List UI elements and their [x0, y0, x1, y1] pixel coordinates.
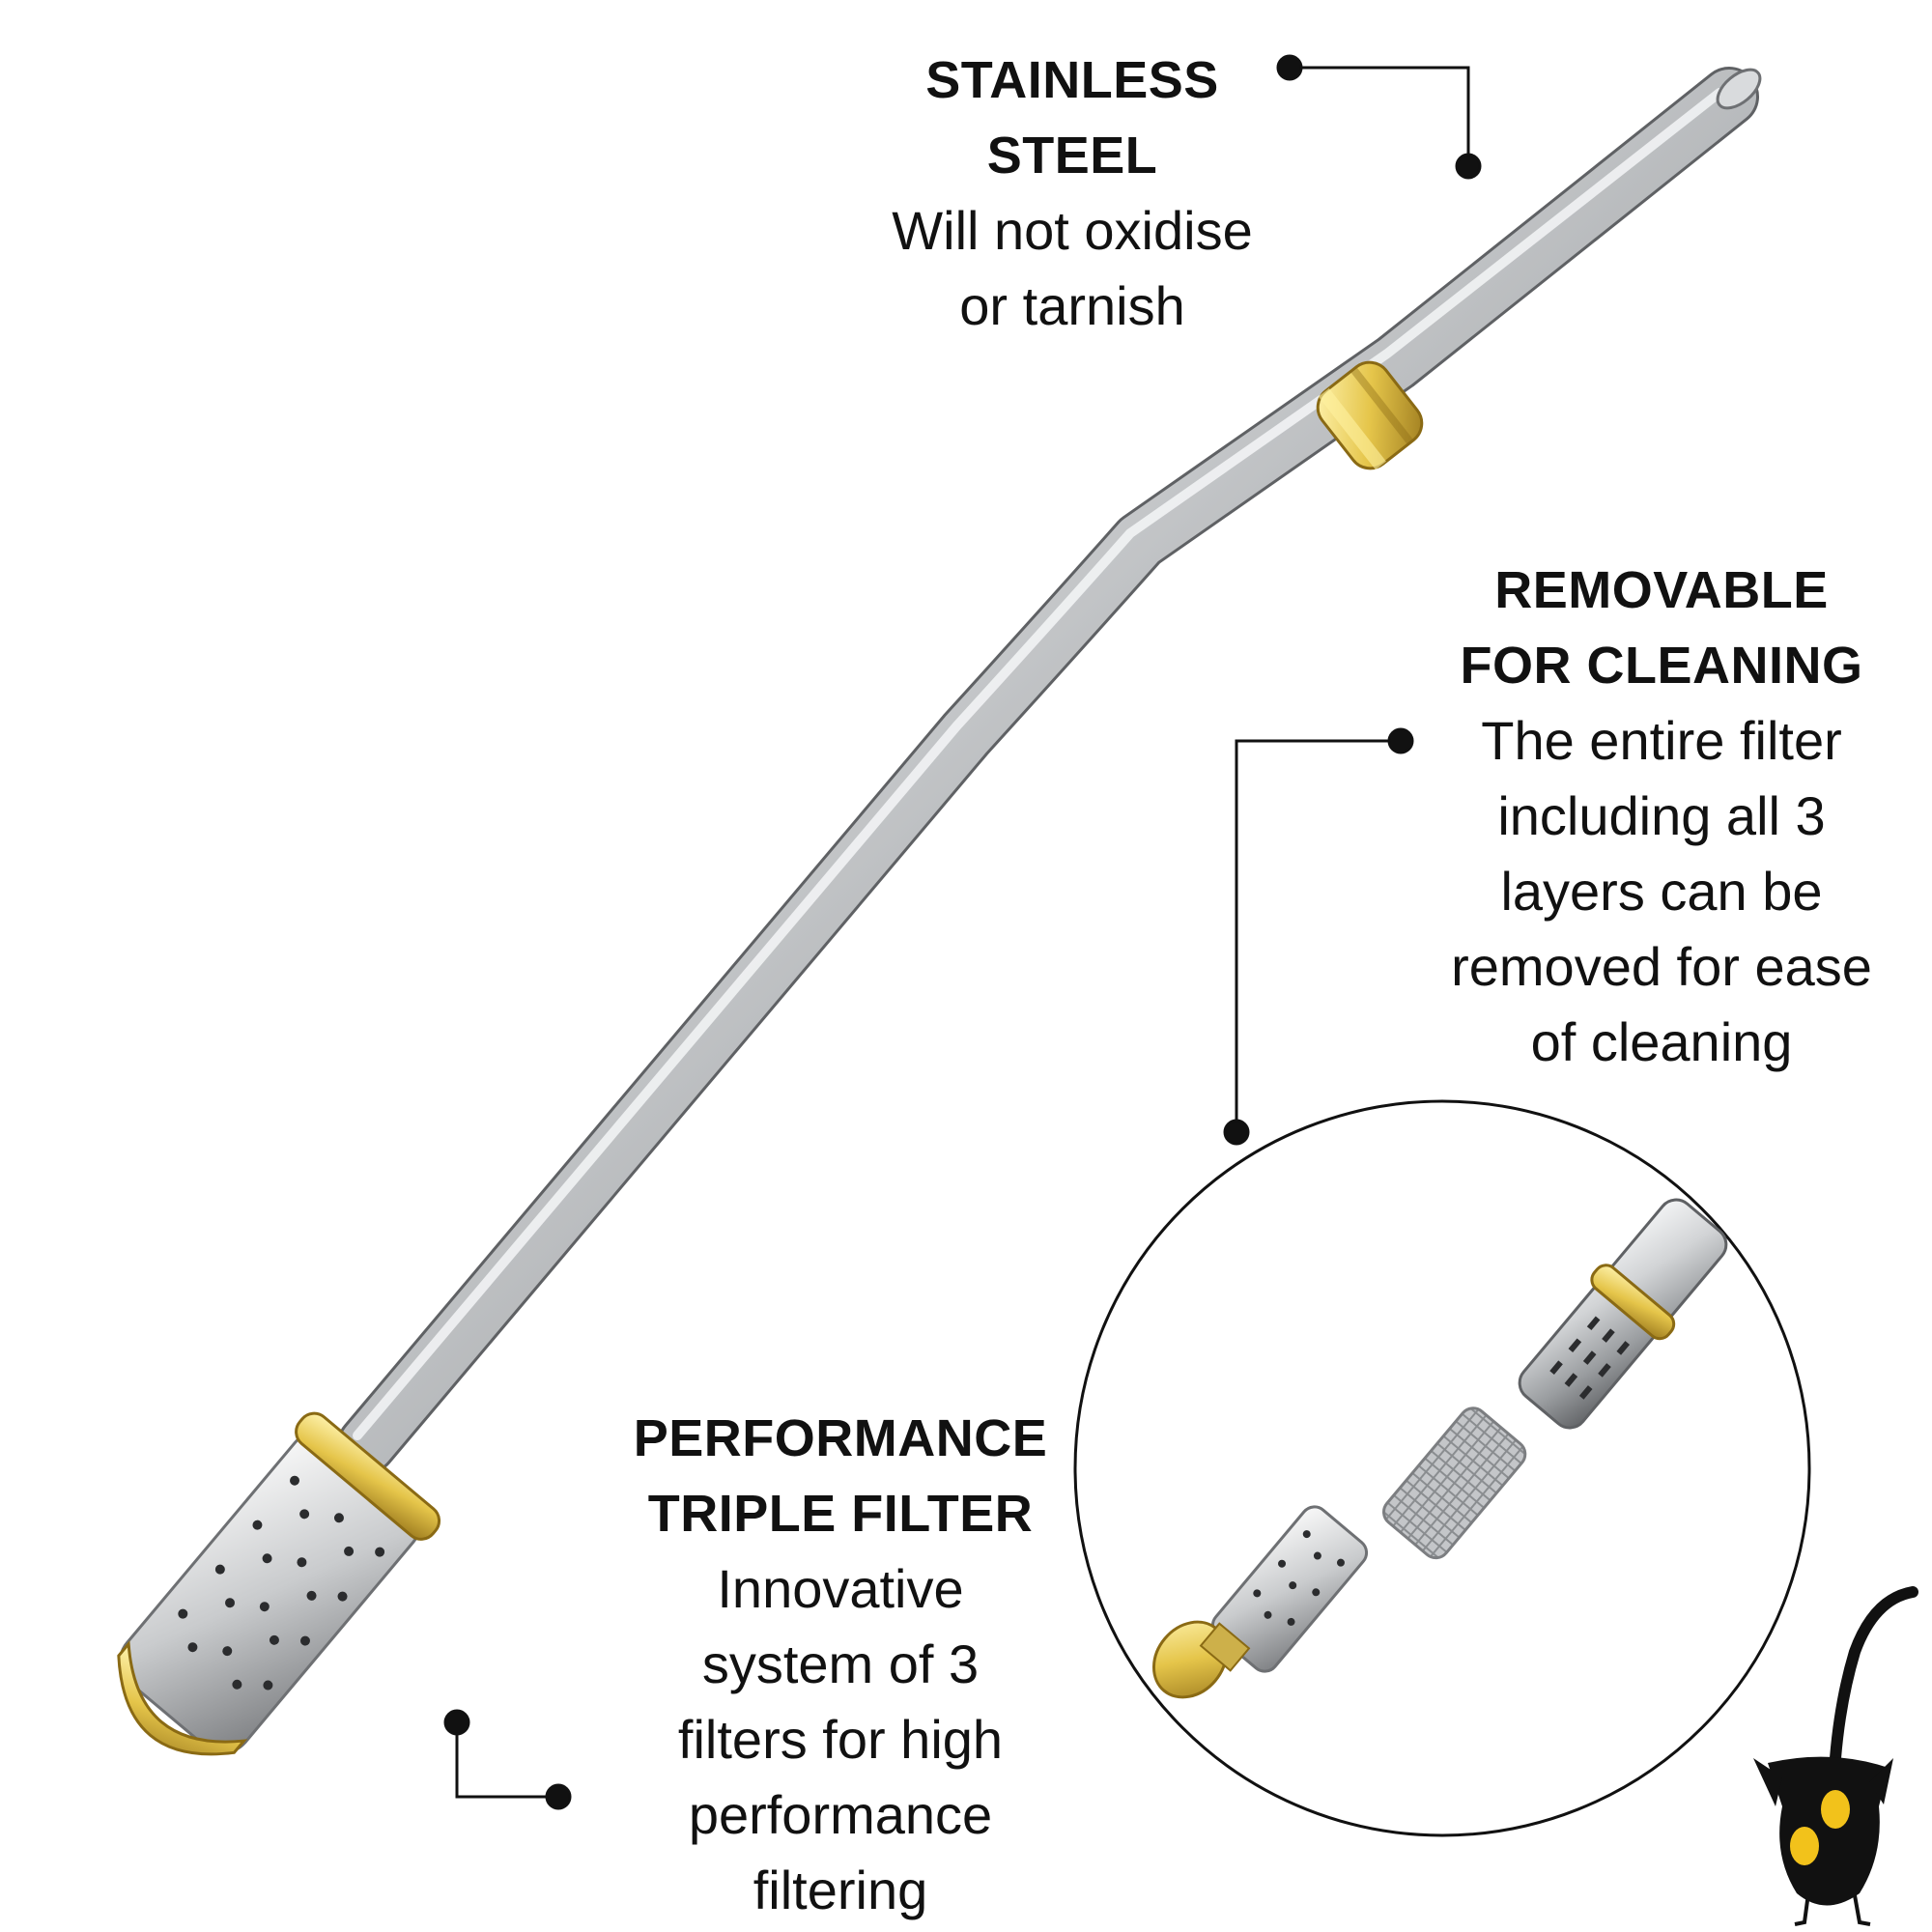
brand-logo — [1753, 1586, 1918, 1926]
bombilla-straw — [117, 67, 1762, 1756]
callout-triple-filter: PERFORMANCE TRIPLE FILTER Innovative sys… — [589, 1401, 1092, 1928]
brass-collar — [1316, 360, 1424, 470]
callout-body-line: performance — [688, 1784, 993, 1845]
callout-title-line: STEEL — [986, 127, 1158, 185]
callout-title-line: REMOVABLE — [1494, 561, 1829, 619]
callout-body-line: filtering — [753, 1860, 928, 1920]
callout-leader-filter — [443, 1709, 572, 1810]
callout-removable-for-cleaning: REMOVABLE FOR CLEANING The entire filter… — [1391, 553, 1932, 1080]
callout-body-line: of cleaning — [1530, 1011, 1793, 1072]
callout-title-line: STAINLESS — [925, 51, 1219, 109]
callout-body-line: The entire filter — [1481, 710, 1842, 771]
callout-leader-removable — [1223, 727, 1414, 1146]
brass-end-cap-part — [1151, 1620, 1251, 1699]
straw-tube-body — [340, 70, 1756, 1471]
callout-body-line: removed for ease — [1451, 936, 1872, 997]
callout-body-line: Will not oxidise — [892, 200, 1253, 261]
callout-body-line: system of 3 — [701, 1634, 980, 1694]
callout-body-line: Innovative — [717, 1558, 964, 1619]
filter-detail-circle — [1073, 1099, 1811, 1837]
mesh-filter-part — [1382, 1406, 1527, 1560]
callout-body-line: or tarnish — [959, 275, 1185, 336]
mouthpiece-tip — [1716, 68, 1762, 110]
callout-title-line: PERFORMANCE — [633, 1409, 1048, 1467]
callout-title-line: FOR CLEANING — [1460, 637, 1863, 695]
filter-head — [117, 1411, 441, 1756]
filter-holes — [178, 1475, 385, 1690]
callout-stainless-steel: STAINLESS STEEL Will not oxidise or tarn… — [792, 43, 1352, 344]
straw-tube-highlight — [353, 88, 1724, 1440]
inner-tube-part — [1518, 1198, 1728, 1430]
callout-title-line: TRIPLE FILTER — [647, 1485, 1034, 1543]
callout-body-line: layers can be — [1500, 861, 1823, 922]
callout-body-line: filters for high — [677, 1709, 1004, 1770]
callout-leader-steel — [1276, 54, 1482, 180]
callout-body-line: including all 3 — [1497, 785, 1826, 846]
